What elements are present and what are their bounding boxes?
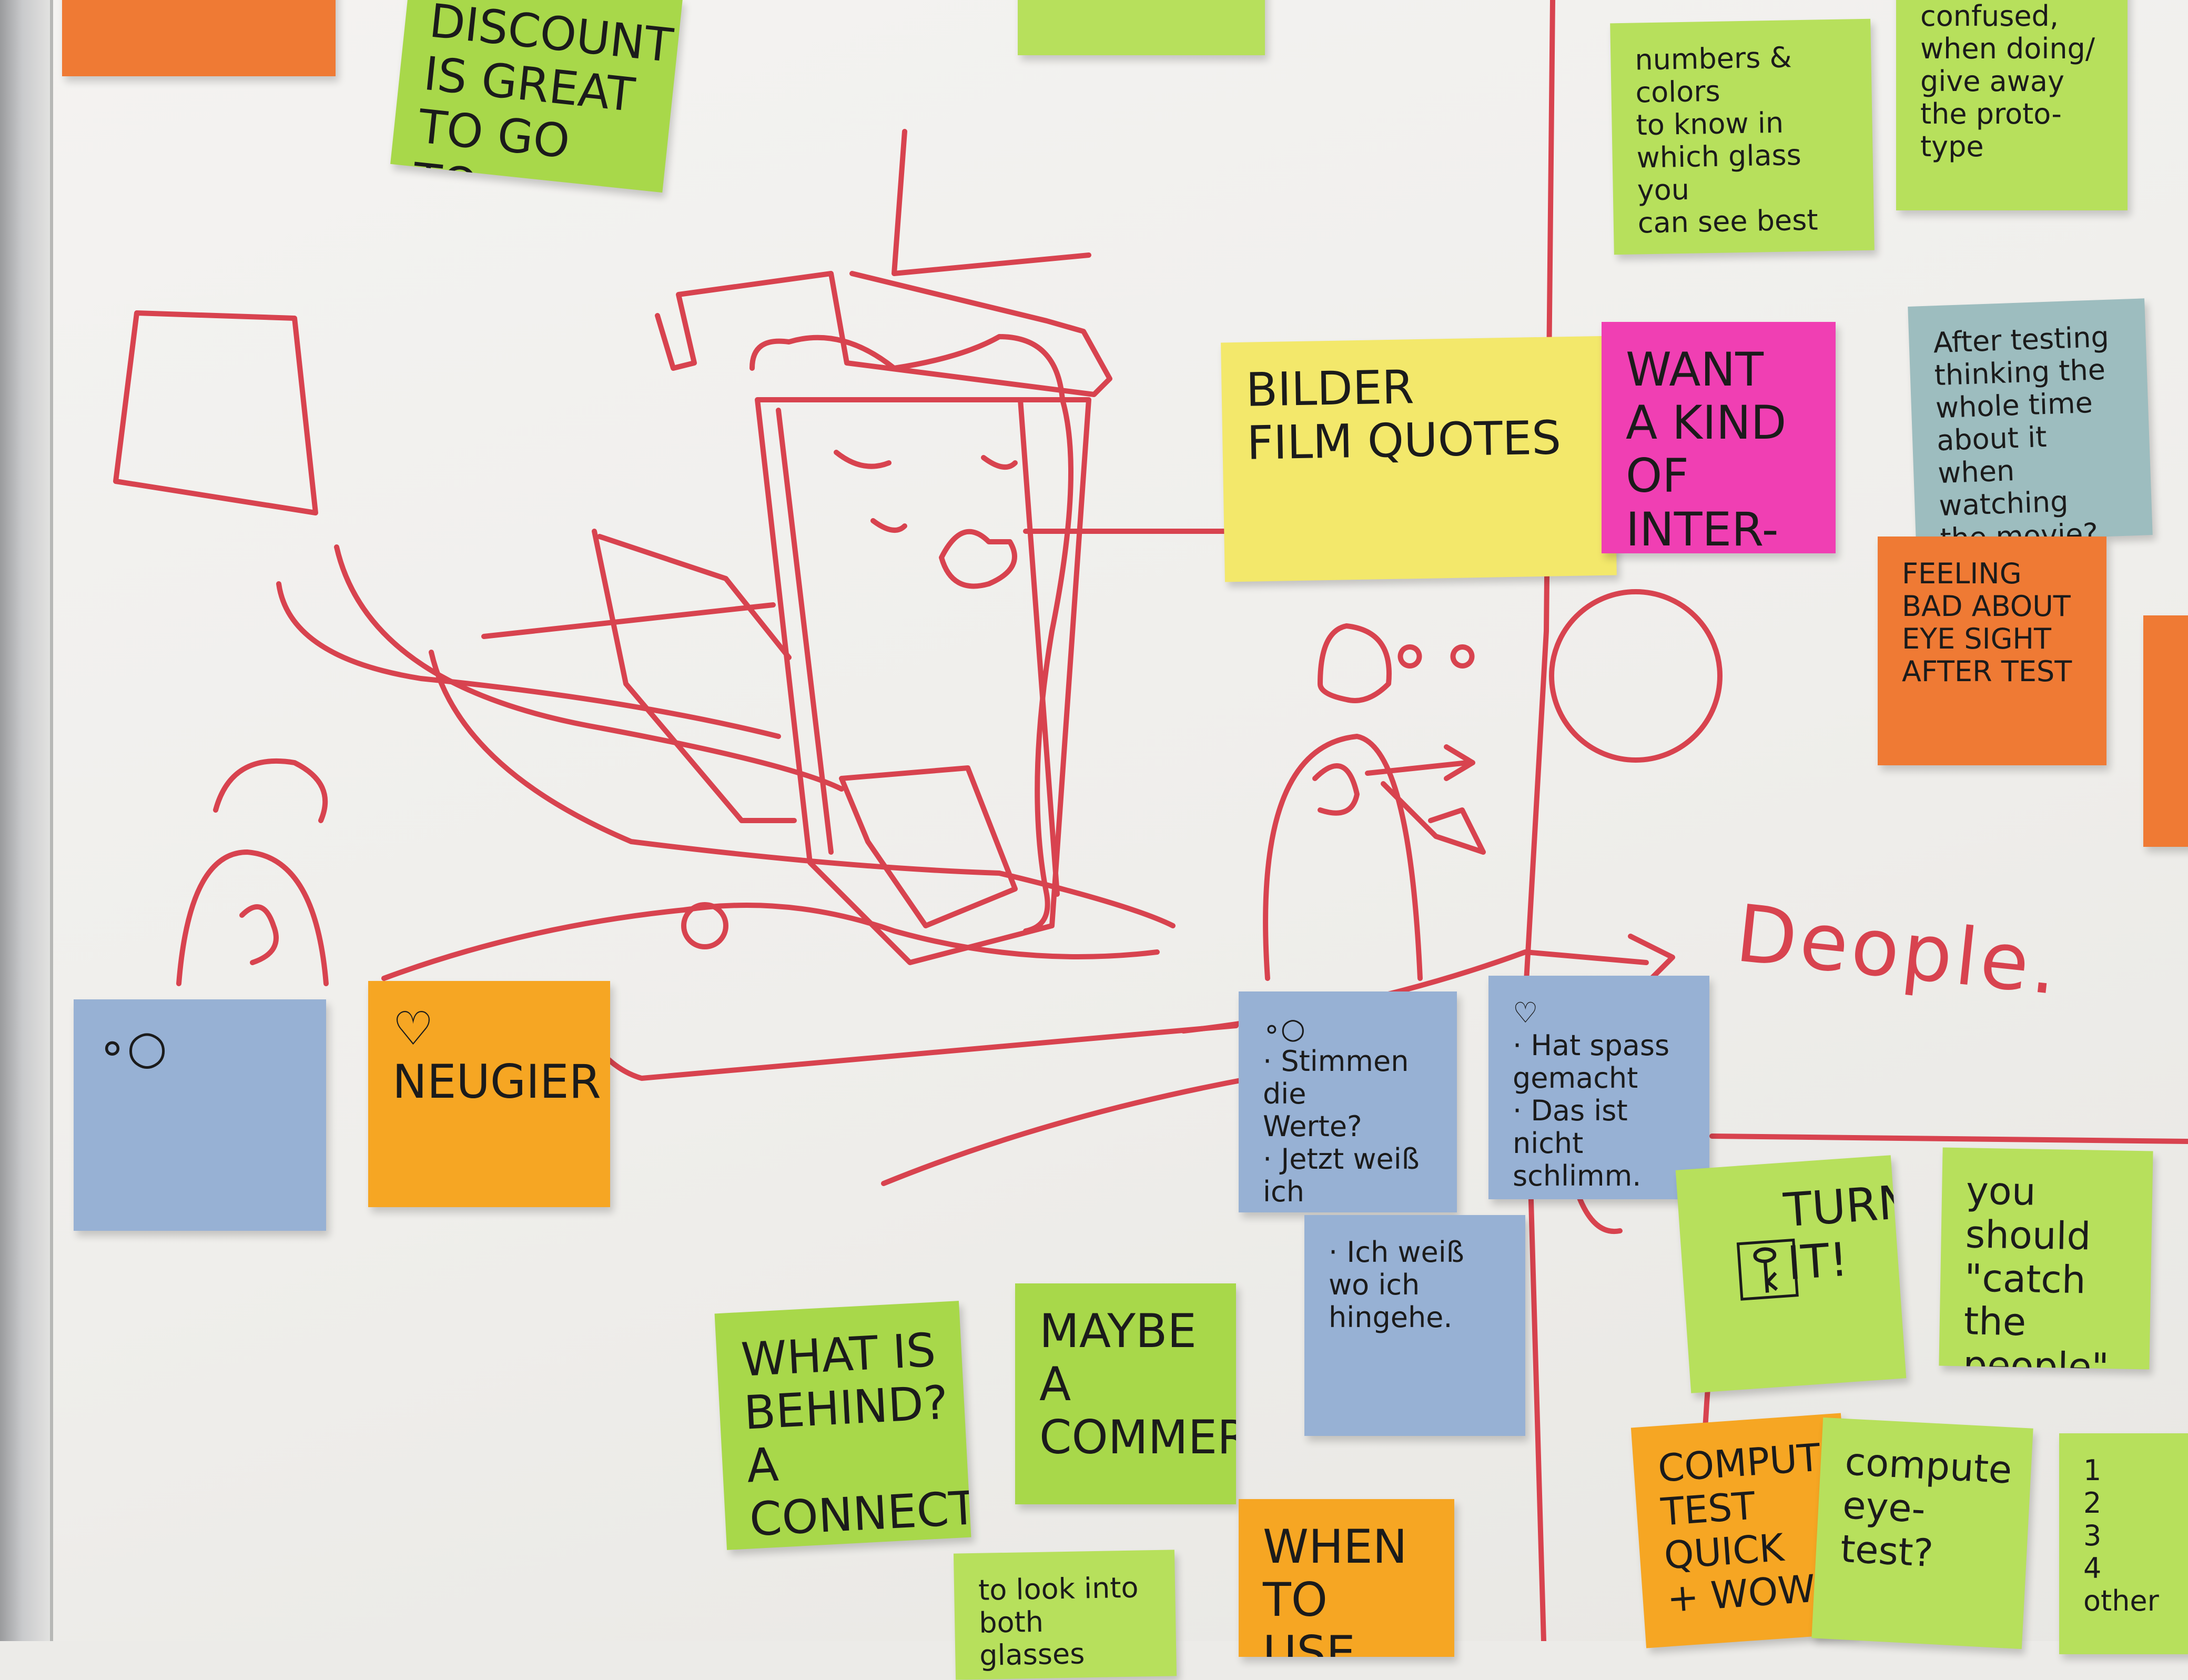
sticky-note-hat-spass: ♡ · Hat spass gemacht · Das ist nicht sc… (1488, 976, 1709, 1199)
sticky-note-left-blue: ∘○ (74, 999, 326, 1231)
booth-seat (839, 765, 1018, 928)
sticky-note-right-edge (2143, 615, 2188, 847)
sticky-note-what-behind: WHAT IS BEHIND? A CONNECTION TO CINEMA (714, 1301, 971, 1550)
sticky-note-look-glasses: to look into both glasses (953, 1550, 1177, 1680)
sticky-note-ich-weiss: · Ich weiß wo ich hingehe. (1304, 1215, 1525, 1436)
sticky-note-commercial: MAYBE A COMMERCIAL (1015, 1283, 1236, 1504)
whiteboard-frame (0, 0, 53, 1641)
sticky-note-stimmen: ∘○ · Stimmen die Werte? · Jetzt weiß ich… (1239, 991, 1457, 1212)
marker-sketch (113, 0, 2188, 1641)
circle-drawing (1549, 589, 1723, 763)
key-icon: ⚿ (1732, 1218, 1804, 1321)
sticky-note-numbers-list: 1 2 3 4 other (2059, 1433, 2188, 1654)
sticky-note-numbers-colors: numbers & colors to know in which glass … (1610, 18, 1875, 255)
sticky-note-when-use: WHEN TO USE IT? (1239, 1499, 1454, 1657)
sticky-note-after-testing: After testing thinking the whole time ab… (1908, 298, 2153, 543)
sticky-note-top-left (62, 0, 336, 76)
sticky-note-neugier: ♡ NEUGIER (368, 981, 610, 1207)
person-drawing (176, 849, 329, 986)
sticky-note-want-interaction: WANT A KIND OF INTER- ACTION (1602, 322, 1836, 553)
sticky-note-confused: confused, when doing/ give away the prot… (1896, 0, 2128, 210)
grid-line (1709, 1134, 2188, 1144)
sticky-note-feeling-bad: FEELING BAD ABOUT EYE SIGHT AFTER TEST (1878, 537, 2106, 765)
sticky-note-bilder: BILDER FILM QUOTES (1221, 336, 1617, 582)
sticky-note-discount: DISCOUNT IS GREAT TO GO TO STORE (390, 0, 683, 193)
booth-drawing (755, 397, 1091, 965)
grid-line (1523, 0, 1555, 1641)
frame-drawing (113, 310, 318, 515)
sticky-note-top-mid (1018, 0, 1265, 55)
sticky-note-catch-people: you should "catch the people" (1939, 1147, 2153, 1370)
sticky-note-compute-eye: compute eye-test? (1811, 1417, 2033, 1649)
person-with-ticket-drawing (1263, 734, 1423, 981)
